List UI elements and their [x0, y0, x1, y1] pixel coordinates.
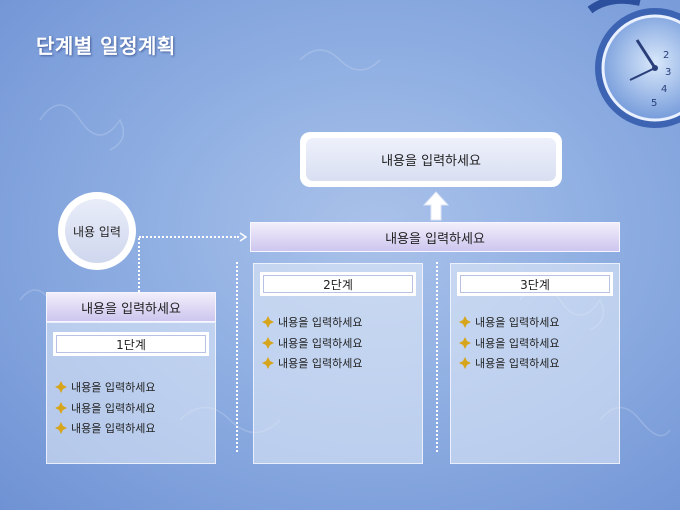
diamond-bullet-icon	[55, 381, 67, 394]
list-item: 내용을 입력하세요	[262, 312, 418, 333]
stage-label: 3단계	[520, 277, 550, 292]
start-circle: 내용 입력	[58, 192, 136, 270]
start-circle-label: 내용 입력	[65, 199, 129, 263]
diamond-bullet-icon	[459, 316, 471, 329]
goal-box-label: 내용을 입력하세요	[381, 154, 481, 169]
list-item-text: 내용을 입력하세요	[278, 316, 363, 330]
svg-text:4: 4	[661, 84, 667, 95]
stage-label: 1단계	[116, 337, 146, 352]
list-item-text: 내용을 입력하세요	[278, 357, 363, 371]
diamond-bullet-icon	[262, 316, 274, 329]
list-item-text: 내용을 입력하세요	[278, 336, 363, 350]
list-item: 내용을 입력하세요	[55, 377, 211, 398]
wide-header-band: 내용을 입력하세요	[250, 222, 620, 252]
page-title: 단계별 일정계획	[36, 34, 176, 58]
list-item: 내용을 입력하세요	[459, 333, 615, 354]
list-item: 내용을 입력하세요	[55, 398, 211, 419]
stage-panel-1: 1단계 내용을 입력하세요 내용을 입력하세요 내용을 입력하세요	[46, 322, 216, 464]
stage-panel-2: 2단계 내용을 입력하세요 내용을 입력하세요 내용을 입력하세요	[253, 263, 423, 464]
stage-label: 2단계	[323, 277, 353, 292]
diamond-bullet-icon	[262, 357, 274, 370]
list-item-text: 내용을 입력하세요	[475, 336, 560, 350]
list-item-text: 내용을 입력하세요	[71, 401, 156, 415]
svg-text:5: 5	[651, 98, 657, 109]
diamond-bullet-icon	[262, 336, 274, 349]
svg-text:2: 2	[663, 50, 669, 61]
list-item: 내용을 입력하세요	[262, 333, 418, 354]
list-item-text: 내용을 입력하세요	[71, 381, 156, 395]
divider-dotted-2	[436, 262, 438, 452]
divider-dotted-1	[236, 262, 238, 452]
diamond-bullet-icon	[459, 336, 471, 349]
list-item-text: 내용을 입력하세요	[475, 316, 560, 330]
diamond-bullet-icon	[459, 357, 471, 370]
list-item-text: 내용을 입력하세요	[71, 422, 156, 436]
connector-arrowhead-icon	[239, 232, 248, 242]
list-item: 내용을 입력하세요	[262, 353, 418, 374]
stage-label-box: 3단계	[457, 272, 613, 296]
stage-label-box: 1단계	[53, 332, 209, 356]
left-header-band: 내용을 입력하세요	[46, 292, 216, 322]
list-item: 내용을 입력하세요	[459, 353, 615, 374]
stage-label-box: 2단계	[260, 272, 416, 296]
connector-dotted-horizontal	[139, 236, 239, 238]
list-item: 내용을 입력하세요	[459, 312, 615, 333]
diamond-bullet-icon	[55, 422, 67, 435]
connector-dotted-vertical	[138, 238, 140, 292]
list-item: 내용을 입력하세요	[55, 418, 211, 439]
clock-icon: 2 3 4 5	[587, 0, 680, 128]
svg-text:3: 3	[665, 67, 671, 78]
list-item-text: 내용을 입력하세요	[475, 357, 560, 371]
up-arrow-icon	[423, 191, 449, 221]
diamond-bullet-icon	[55, 401, 67, 414]
stage-panel-3: 3단계 내용을 입력하세요 내용을 입력하세요 내용을 입력하세요	[450, 263, 620, 464]
goal-box: 내용을 입력하세요	[300, 132, 562, 187]
